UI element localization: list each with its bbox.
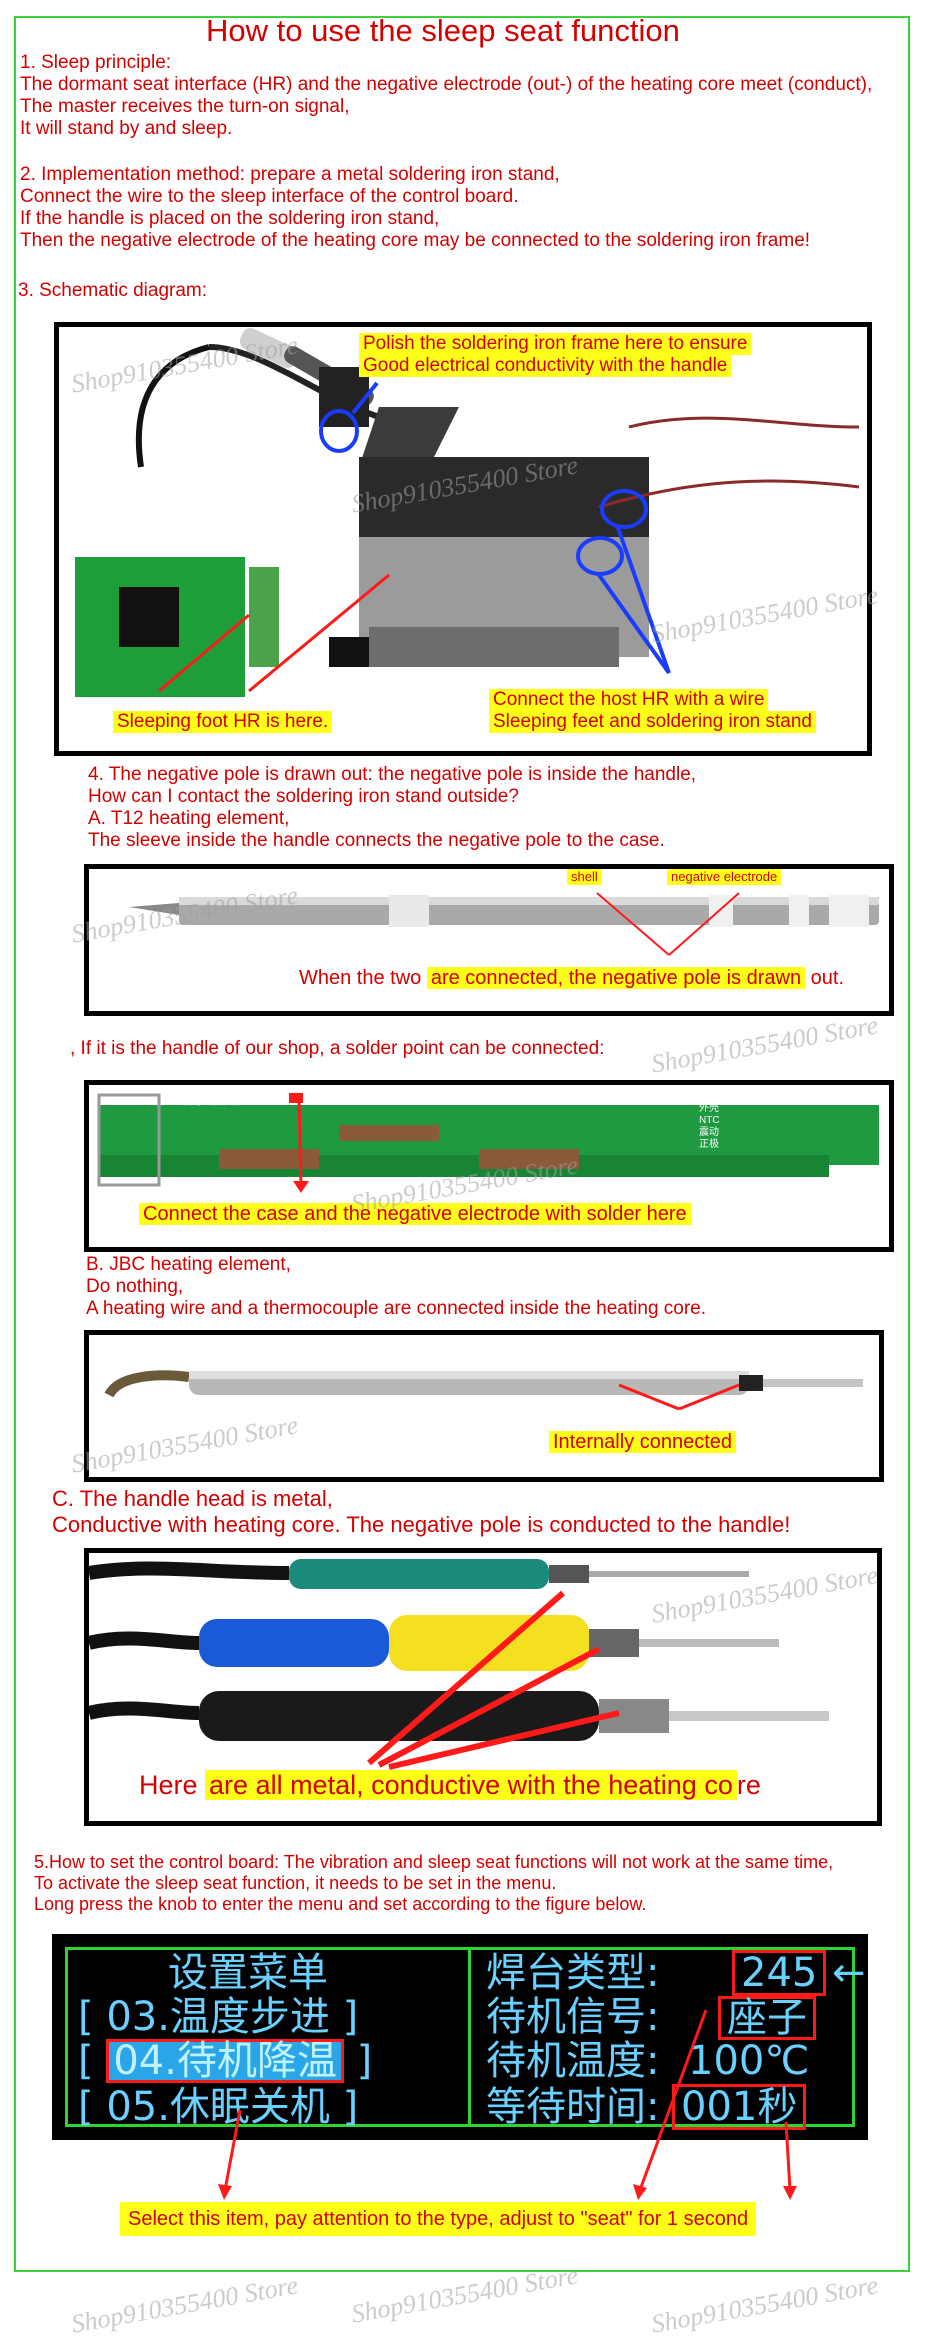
schematic-heading: 3. Schematic diagram: bbox=[18, 280, 208, 301]
setting-label-station-type: 焊台类型: bbox=[486, 1950, 660, 1996]
jbc-heading: B. JBC heating element, bbox=[86, 1254, 291, 1275]
page-title: How to use the sleep seat function bbox=[206, 13, 680, 48]
control-board-line: To activate the sleep seat function, it … bbox=[34, 1873, 557, 1893]
polish-label-line: Polish the soldering iron frame here to … bbox=[359, 333, 752, 355]
setting-label-wait-time: 等待时间: bbox=[486, 2084, 660, 2130]
setting-value-standby-temp[interactable]: 100℃ bbox=[688, 2038, 810, 2084]
menu-item-selected[interactable]: 04.待机降温 bbox=[106, 2039, 344, 2083]
solder-caption: Connect the case and the negative electr… bbox=[139, 1203, 691, 1225]
handle-pcb-photo: 外壳连接负极→ 负极 外壳 NTC 震动 正极 Connect the case… bbox=[84, 1080, 894, 1252]
handles-photo: Here are all metal, conductive with the … bbox=[84, 1548, 882, 1826]
menu-item-temperature-step[interactable]: [ 03.温度步进 ] bbox=[78, 1994, 359, 2040]
negative-pole-line: The sleeve inside the handle connects th… bbox=[88, 830, 665, 851]
setting-label-standby-signal: 待机信号: bbox=[486, 1994, 660, 2040]
schematic-illustration bbox=[75, 327, 860, 697]
shell-label: shell bbox=[567, 869, 602, 885]
metal-caption: Here are all metal, conductive with the … bbox=[139, 1770, 761, 1800]
negative-pole-heading: 4. The negative pole is drawn out: the n… bbox=[88, 764, 697, 785]
metal-head-heading: C. The handle head is metal, bbox=[52, 1486, 333, 1511]
polish-label-line: Good electrical conductivity with the ha… bbox=[359, 355, 732, 377]
watermark: Shop910355400 Store bbox=[649, 2270, 881, 2339]
metal-head-line: Conductive with heating core. The negati… bbox=[52, 1512, 791, 1537]
jbc-line: Do nothing, bbox=[86, 1276, 184, 1297]
menu-item-standby-cooling[interactable]: [ 04.待机降温 ] bbox=[78, 2038, 373, 2084]
negative-pole-line: How can I contact the soldering iron sta… bbox=[88, 786, 519, 807]
handles-illustration bbox=[89, 1559, 829, 1770]
control-board-heading: 5.How to set the control board: The vibr… bbox=[34, 1852, 834, 1872]
implementation-line: Connect the wire to the sleep interface … bbox=[20, 186, 519, 207]
sleep-principle-line: It will stand by and sleep. bbox=[20, 118, 233, 139]
internal-caption: Internally connected bbox=[549, 1431, 737, 1453]
jbc-tip-photo: Internally connected bbox=[84, 1330, 884, 1482]
host-label-line: Sleeping feet and soldering iron stand bbox=[489, 711, 817, 733]
t12-caption: When the two are connected, the negative… bbox=[299, 967, 845, 989]
pcb-label: 外壳 bbox=[699, 1103, 719, 1114]
pcb-label: 外壳连接负极→ bbox=[179, 1095, 256, 1107]
jbc-line: A heating wire and a thermocouple are co… bbox=[86, 1298, 707, 1319]
lcd-menu-frame: 设置菜单 [ 03.温度步进 ] [ 04.待机降温 ] [ 05.休眠关机 ]… bbox=[65, 1947, 866, 2130]
select-item-caption: Select this item, pay attention to the t… bbox=[120, 2202, 757, 2236]
sleep-principle-line: The master receives the turn-on signal, bbox=[20, 96, 350, 117]
lcd-divider bbox=[468, 1950, 471, 2124]
pcb-label: NTC bbox=[699, 1115, 720, 1126]
pcb-label: 震动 bbox=[699, 1127, 719, 1138]
watermark: Shop910355400 Store bbox=[69, 2270, 301, 2339]
selection-arrow-icon: ← bbox=[832, 1950, 866, 1996]
jbc-tip-illustration bbox=[104, 1370, 863, 1411]
negative-pole-line: A. T12 heating element, bbox=[88, 808, 290, 829]
setting-label-standby-temp: 待机温度: bbox=[486, 2038, 660, 2084]
control-board-line: Long press the knob to enter the menu an… bbox=[34, 1894, 647, 1914]
pcb-label: 负极 bbox=[699, 1091, 719, 1102]
pcb-label: 正极 bbox=[699, 1139, 719, 1150]
sleep-principle-heading: 1. Sleep principle: bbox=[20, 52, 172, 73]
sleep-foot-label: Sleeping foot HR is here. bbox=[113, 711, 333, 733]
lcd-menu: 设置菜单 [ 03.温度步进 ] [ 04.待机降温 ] [ 05.休眠关机 ]… bbox=[52, 1934, 868, 2140]
setting-value-station-type[interactable]: 245 bbox=[732, 1950, 827, 1996]
sleep-principle-line: The dormant seat interface (HR) and the … bbox=[20, 74, 873, 95]
menu-item-sleep-shutdown[interactable]: [ 05.休眠关机 ] bbox=[78, 2084, 359, 2130]
negative-electrode-label: negative electrode bbox=[667, 869, 782, 885]
schematic-photo: Polish the soldering iron frame here to … bbox=[54, 322, 872, 756]
setting-value-standby-signal[interactable]: 座子 bbox=[718, 1996, 816, 2040]
implementation-heading: 2. Implementation method: prepare a meta… bbox=[20, 164, 560, 185]
pcb-illustration bbox=[97, 1093, 879, 1193]
shop-handle-line: , If it is the handle of our shop, a sol… bbox=[70, 1038, 605, 1059]
t12-tip-photo: shell negative electrode When the two ar… bbox=[84, 864, 894, 1016]
implementation-line: Then the negative electrode of the heati… bbox=[20, 230, 811, 251]
t12-tip-illustration bbox=[129, 892, 879, 956]
menu-title: 设置菜单 bbox=[168, 1950, 328, 1996]
host-label-line: Connect the host HR with a wire bbox=[489, 689, 769, 711]
implementation-line: If the handle is placed on the soldering… bbox=[20, 208, 440, 229]
setting-value-wait-time[interactable]: 001秒 bbox=[672, 2084, 807, 2130]
page-frame bbox=[14, 16, 910, 2272]
